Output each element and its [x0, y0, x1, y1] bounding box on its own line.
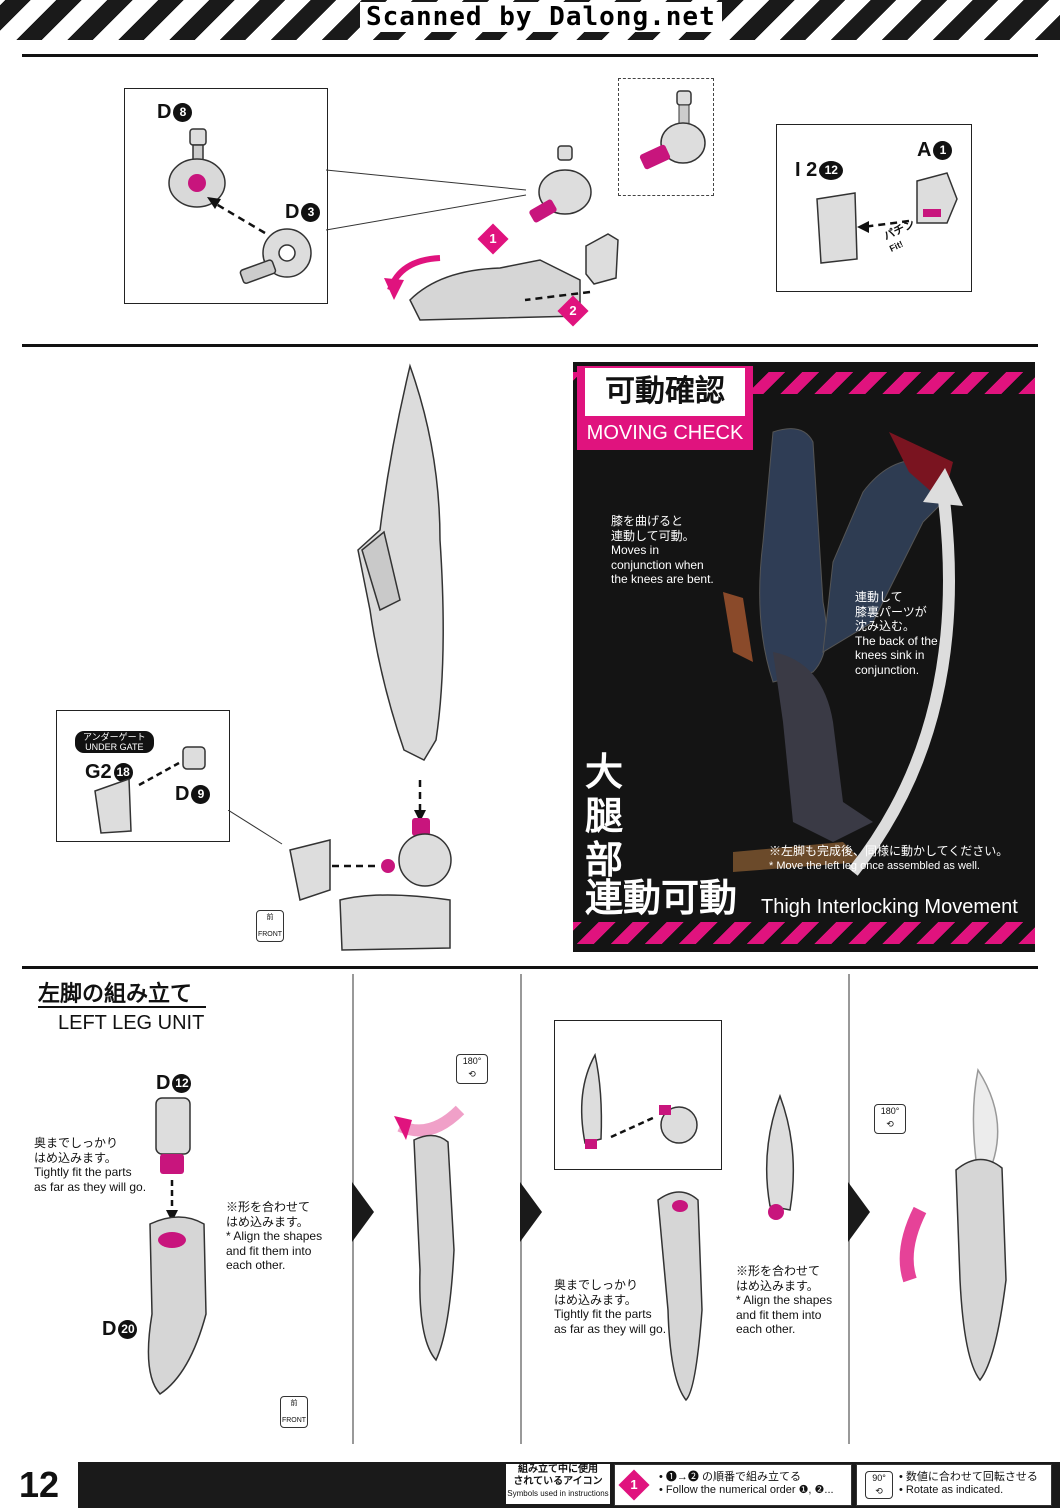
curved-arrow-icon — [848, 468, 963, 876]
legend-order: 1 • ❶→❷ の順番で組み立てる• Follow the numerical … — [614, 1464, 852, 1506]
step-marker-2: 2 — [557, 295, 589, 327]
top-divider — [22, 54, 1038, 57]
next-step-arrow-1 — [352, 1182, 374, 1242]
thigh-vertical-title: 大腿部 — [585, 750, 624, 882]
callout-box-joint — [618, 78, 714, 196]
d18-d14-parts-illustration — [580, 1052, 698, 1149]
d18-d14-callout — [554, 1020, 722, 1170]
panel-stripe-bottom — [573, 922, 1035, 944]
d12-d20-assembly-illustration — [147, 1097, 207, 1395]
rotate-180-icon: 180°⟲ — [456, 1054, 488, 1084]
left-leg-title-jp: 左脚の組み立て — [38, 982, 193, 1007]
left-leg-title-rule — [38, 1006, 206, 1008]
legend-rotate-text: • 数値に合わせて回転させる• Rotate as indicated. — [899, 1471, 1038, 1496]
bottom-divider — [22, 966, 1038, 969]
moving-check-panel: 可動確認 MOVING CHECK 膝を曲げると連動して可動。 Moves in… — [573, 362, 1035, 952]
interlocking-title-jp: 連動可動 — [585, 876, 738, 920]
scan-banner: Scanned by Dalong.net — [360, 2, 722, 32]
step2-rotation-illustration — [394, 1105, 465, 1362]
next-step-arrow-2 — [520, 1182, 542, 1242]
step-marker-1: 1 — [477, 223, 509, 255]
page-number: 12 — [0, 1462, 78, 1508]
callout-leader-left — [326, 169, 527, 231]
g2-d9-parts-illustration — [94, 746, 206, 834]
icons-legend-label: 組み立て中に使用 されているアイコン Symbols used in instr… — [506, 1464, 610, 1504]
a1-i2-parts-illustration — [816, 172, 958, 264]
joint-part-illustration — [639, 90, 706, 170]
legend-rotate: 90°⟲ • 数値に合わせて回転させる• Rotate as indicated… — [856, 1464, 1052, 1506]
rotate-180-icon-2: 180°⟲ — [874, 1104, 906, 1134]
interlocking-title-en: Thigh Interlocking Movement — [761, 896, 1018, 918]
moving-check-header: 可動確認 MOVING CHECK — [577, 366, 753, 450]
rotate-90-icon: 90°⟲ — [865, 1471, 893, 1499]
step4-rotation-illustration — [899, 1068, 1007, 1382]
d8-d3-parts-illustration — [168, 128, 312, 284]
order-step-icon: 1 — [618, 1469, 650, 1501]
under-gate-leader — [228, 810, 283, 845]
moving-check-title-en: MOVING CHECK — [586, 422, 744, 444]
mid-divider — [22, 344, 1038, 347]
left-leg-title-en: LEFT LEG UNIT — [58, 1012, 205, 1034]
leg-movement-photo — [723, 428, 954, 872]
moving-check-title-jp: 可動確認 — [585, 368, 745, 416]
foot-d9-assembly-illustration — [289, 780, 452, 951]
left-leg-note: ※左脚も完成後、同様に動かしてください。* Move the left leg … — [769, 844, 1009, 872]
foot-assembly-illustration — [384, 145, 619, 321]
legend-order-text: • ❶→❷ の順番で組み立てる• Follow the numerical or… — [659, 1471, 834, 1496]
next-step-arrow-3 — [848, 1182, 870, 1242]
step3-assembly-illustration — [657, 1093, 795, 1402]
leg-main-illustration — [357, 363, 444, 761]
